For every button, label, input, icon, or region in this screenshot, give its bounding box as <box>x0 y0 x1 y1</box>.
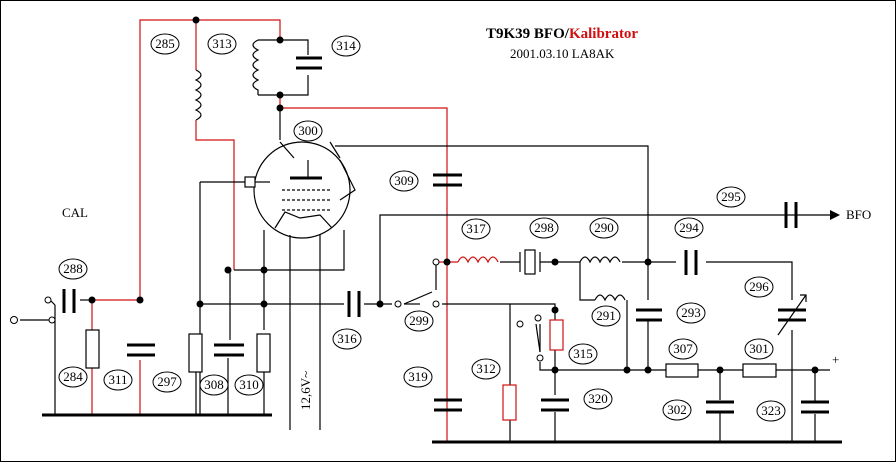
junctions <box>88 16 819 374</box>
component-number-309: 309 <box>394 173 414 188</box>
component-bubble-288 <box>58 258 88 280</box>
component-number-312: 312 <box>476 361 496 376</box>
component-bubble-317 <box>461 218 491 240</box>
component-bubble-307 <box>668 338 698 360</box>
component-number-319: 319 <box>408 369 428 384</box>
component-bubble-290 <box>589 217 619 239</box>
component-number-302: 302 <box>667 402 687 417</box>
component-bubble-316 <box>332 328 362 350</box>
component-bubble-308 <box>199 374 229 396</box>
crystal-298 <box>519 249 541 275</box>
component-number-293: 293 <box>681 305 701 320</box>
component-number-317: 317 <box>466 221 486 236</box>
bfo-label: BFO <box>846 207 871 222</box>
component-number-284: 284 <box>63 369 83 384</box>
component-number-308: 308 <box>204 377 224 392</box>
component-bubble-284 <box>58 366 88 388</box>
component-number-296: 296 <box>749 279 769 294</box>
title-main: T9K39 BFO/Kalibrator <box>486 26 638 42</box>
black-wires <box>20 39 842 444</box>
component-number-307: 307 <box>673 341 693 356</box>
component-bubble-297 <box>152 371 182 393</box>
component-bubble-315 <box>568 343 598 365</box>
component-number-314: 314 <box>336 38 356 53</box>
component-bubble-309 <box>389 170 419 192</box>
component-bubble-291 <box>591 305 621 327</box>
component-number-316: 316 <box>337 331 357 346</box>
component-number-294: 294 <box>679 220 699 235</box>
component-number-285: 285 <box>155 36 175 51</box>
component-number-295: 295 <box>721 189 741 204</box>
component-number-291: 291 <box>596 308 616 323</box>
component-bubble-294 <box>674 217 704 239</box>
component-bubble-285 <box>150 33 180 55</box>
bfo-arrow <box>830 210 840 220</box>
component-bubble-293 <box>676 302 706 324</box>
component-bubble-313 <box>207 33 237 55</box>
component-bubble-311 <box>103 369 133 391</box>
component-number-313: 313 <box>212 36 232 51</box>
title-subtitle: 2001.03.10 LA8AK <box>510 46 615 61</box>
component-bubble-310 <box>234 374 264 396</box>
component-number-298: 298 <box>534 220 554 235</box>
component-number-310: 310 <box>239 377 259 392</box>
component-number-290: 290 <box>594 220 614 235</box>
component-bubble-296 <box>744 276 774 298</box>
component-bubble-302 <box>662 399 692 421</box>
supply-label: 12,6V~ <box>298 371 313 410</box>
component-number-288: 288 <box>63 261 83 276</box>
component-bubble-299 <box>404 310 434 332</box>
coils <box>194 39 626 302</box>
component-number-311: 311 <box>108 372 127 387</box>
cal-label: CAL <box>62 205 88 220</box>
terminals <box>10 258 544 362</box>
component-bubble-320 <box>583 388 613 410</box>
component-number-297: 297 <box>157 374 177 389</box>
component-bubble-314 <box>331 35 361 57</box>
component-bubble-300 <box>293 120 323 142</box>
component-number-323: 323 <box>761 403 781 418</box>
component-bubble-319 <box>403 366 433 388</box>
component-number-315: 315 <box>573 346 593 361</box>
component-labels: 285 313 314 300 309 295 294 317 298 290 288 311 297 3… <box>58 33 786 422</box>
capacitors <box>62 56 829 414</box>
component-number-299: 299 <box>409 313 429 328</box>
component-bubble-295 <box>716 186 746 208</box>
component-bubble-323 <box>756 400 786 422</box>
plus-label: + <box>832 352 839 367</box>
tube-300 <box>244 141 356 239</box>
component-number-320: 320 <box>588 391 608 406</box>
component-bubble-312 <box>471 358 501 380</box>
component-number-301: 301 <box>749 341 769 356</box>
component-number-300: 300 <box>298 123 318 138</box>
component-bubble-301 <box>744 338 774 360</box>
component-bubble-298 <box>529 217 559 239</box>
red-wires <box>91 19 458 442</box>
resistors <box>85 319 777 421</box>
